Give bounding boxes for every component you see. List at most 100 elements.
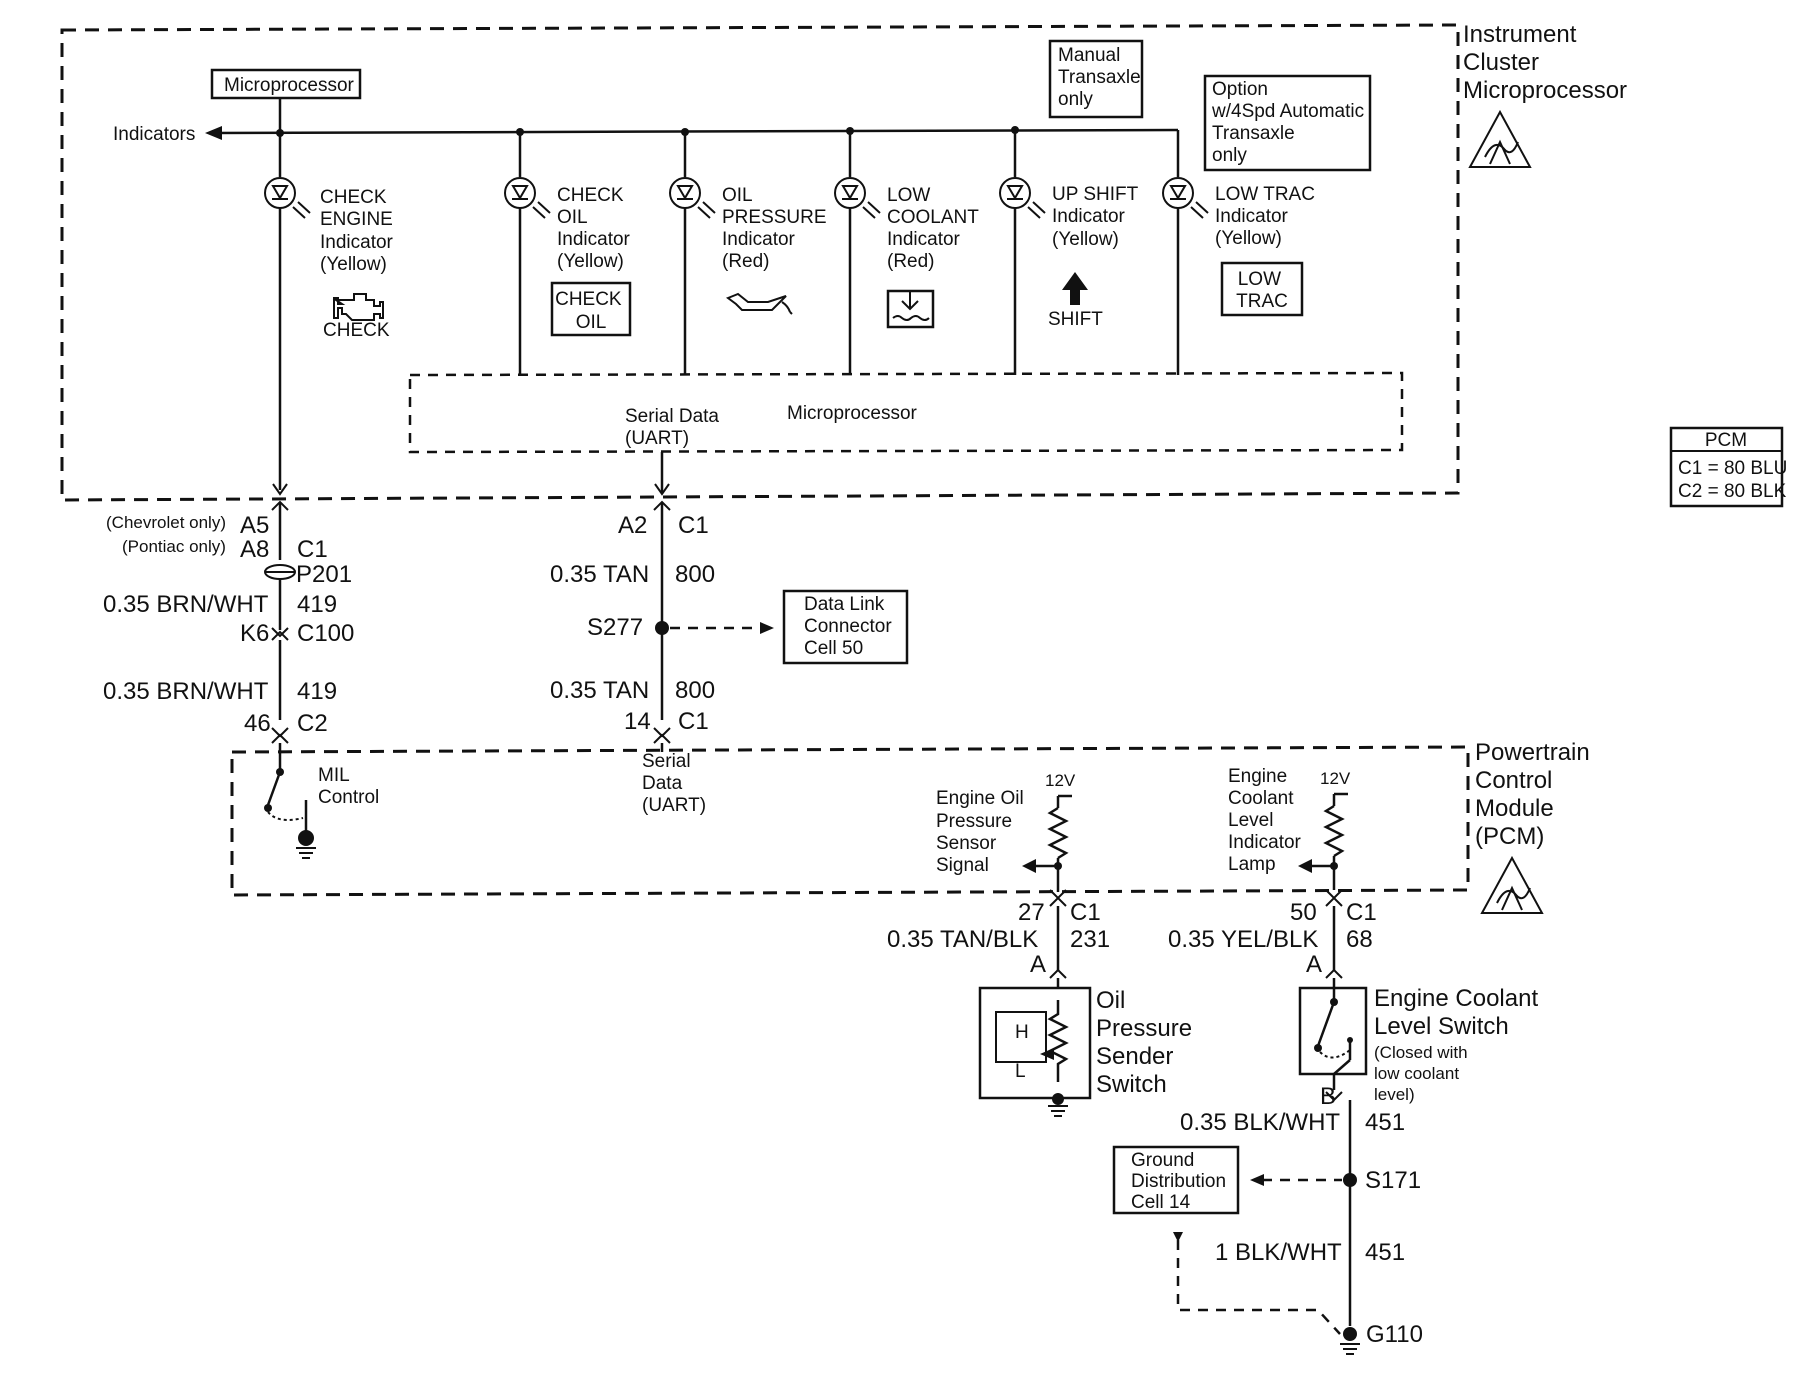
check-oil-symbol-box bbox=[550, 281, 632, 337]
coolant-circuit-68: 68 bbox=[1346, 926, 1373, 953]
pcm-title: Powertrain Control Module (PCM) bbox=[1475, 739, 1596, 850]
s277-label: S277 bbox=[587, 614, 643, 641]
manual-transaxle-note-box bbox=[1048, 39, 1144, 119]
coolant-circuit2: 451 bbox=[1365, 1109, 1405, 1136]
indicators-arrow bbox=[205, 126, 222, 140]
manual-transaxle-note: Manual Transaxle only bbox=[1058, 45, 1146, 110]
middle-circuit bbox=[653, 500, 774, 752]
lamp-check-engine bbox=[264, 129, 311, 490]
instrument-cluster-title: Instrument Cluster Microprocessor bbox=[1463, 21, 1627, 104]
mil-control-switch bbox=[264, 768, 316, 859]
middle-connector-c1: C1 bbox=[678, 512, 709, 539]
pcm-legend-box bbox=[1669, 426, 1784, 508]
oil-switch-label: Oil Pressure Sender Switch bbox=[1096, 987, 1199, 1098]
up-arrow-icon bbox=[1062, 272, 1088, 305]
indicator-up-shift-label: UP SHIFT Indicator (Yellow) bbox=[1052, 184, 1143, 250]
coolant-lamp-resistor bbox=[1298, 792, 1348, 890]
pcm-legend-c1: C1 = 80 BLU bbox=[1678, 458, 1787, 479]
lamp-low-trac bbox=[1162, 130, 1209, 375]
option-note: Option w/4Spd Automatic Transaxle only bbox=[1211, 79, 1369, 166]
microprocessor-top-label: Microprocessor bbox=[224, 75, 355, 96]
oil-can-icon bbox=[725, 292, 793, 315]
v12-coolant: 12V bbox=[1320, 769, 1351, 788]
coolant-circuit3: 451 bbox=[1365, 1239, 1405, 1266]
g110-ground-icon bbox=[1340, 1327, 1360, 1355]
oil-circuit-231: 231 bbox=[1070, 926, 1110, 953]
indicator-low-coolant-label: LOW COOLANT Indicator (Red) bbox=[887, 185, 984, 272]
lamp-up-shift bbox=[999, 126, 1046, 375]
ground-distribution-label: Ground Distribution Cell 14 bbox=[1131, 1150, 1231, 1213]
oil-pin-27: 27 bbox=[1018, 899, 1045, 926]
chevrolet-note: (Chevrolet only) bbox=[106, 513, 226, 532]
option-note-box bbox=[1203, 74, 1372, 172]
oil-terminal-a: A bbox=[1030, 951, 1046, 978]
pin-k6: K6 bbox=[240, 620, 269, 647]
pin-a2: A2 bbox=[618, 512, 647, 539]
indicator-oil-pressure-label: OIL PRESSURE Indicator (Red) bbox=[722, 185, 832, 272]
indicators-label: Indicators bbox=[113, 124, 195, 145]
coolant-wire2: 0.35 BLK/WHT bbox=[1180, 1109, 1340, 1136]
coolant-terminal-b: B bbox=[1320, 1083, 1336, 1110]
s171-label: S171 bbox=[1365, 1167, 1421, 1194]
pin-a5: A5 bbox=[240, 512, 269, 539]
left-circuit2: 419 bbox=[297, 678, 337, 705]
engine-icon bbox=[332, 293, 384, 321]
up-shift-symbol-text: SHIFT bbox=[1048, 309, 1103, 330]
s171-splice bbox=[1343, 1173, 1357, 1187]
data-link-connector-box bbox=[782, 589, 909, 665]
engine-coolant-level-switch bbox=[1298, 986, 1368, 1102]
coolant-lamp-label: Engine Coolant Level Indicator Lamp bbox=[1228, 766, 1306, 875]
oil-pressure-sender-switch bbox=[978, 986, 1092, 1117]
middle-wire1: 0.35 TAN bbox=[550, 561, 649, 588]
coolant-wire3: 1 BLK/WHT bbox=[1215, 1239, 1342, 1266]
esd-warning-icon bbox=[1468, 109, 1532, 168]
pcm-legend-c2: C2 = 80 BLK bbox=[1678, 481, 1787, 502]
pcm-serial-data-label: Serial Data (UART) bbox=[642, 751, 706, 816]
c100-label: C100 bbox=[297, 620, 354, 647]
left-wire2: 0.35 BRN/WHT bbox=[103, 678, 269, 705]
left-c2: C2 bbox=[297, 710, 328, 737]
low-trac-symbol-text: LOW TRAC bbox=[1236, 269, 1288, 312]
coolant-wire: 0.35 YEL/BLK bbox=[1168, 926, 1318, 953]
indicator-bus bbox=[211, 128, 1179, 135]
check-oil-symbol-text: CHECK OIL bbox=[555, 289, 627, 333]
serial-data-label: Serial Data (UART) bbox=[625, 406, 724, 449]
coolant-circuit bbox=[1325, 889, 1343, 988]
lamp-check-oil bbox=[504, 128, 551, 375]
p201-label: P201 bbox=[296, 561, 352, 588]
middle-circuit1: 800 bbox=[675, 561, 715, 588]
coolant-terminal-a: A bbox=[1306, 951, 1322, 978]
pcm-esd-warning-icon bbox=[1480, 855, 1544, 914]
pin-46: 46 bbox=[244, 710, 271, 737]
oil-switch-h: H bbox=[1015, 1022, 1029, 1043]
oil-circuit bbox=[1049, 889, 1067, 1002]
left-circuit bbox=[264, 483, 296, 770]
left-connector-c1: C1 bbox=[297, 536, 328, 563]
mil-control-label: MIL Control bbox=[318, 765, 379, 808]
ground-distribution-box bbox=[1112, 1145, 1240, 1215]
indicator-lamps bbox=[264, 126, 1209, 490]
v12-oil: 12V bbox=[1045, 771, 1076, 790]
lamp-low-coolant bbox=[834, 127, 881, 375]
microprocessor-bottom-label: Microprocessor bbox=[787, 403, 918, 424]
coolant-connector-c1: C1 bbox=[1346, 899, 1377, 926]
middle-connector-c1b: C1 bbox=[678, 708, 709, 735]
coolant-switch-label: Engine Coolant Level Switch bbox=[1374, 985, 1545, 1040]
instrument-cluster-boundary bbox=[60, 23, 1460, 502]
oil-signal-label: Engine Oil Pressure Sensor Signal bbox=[936, 788, 1029, 876]
middle-wire2: 0.35 TAN bbox=[550, 677, 649, 704]
middle-circuit2: 800 bbox=[675, 677, 715, 704]
oil-switch-l: L bbox=[1015, 1061, 1026, 1082]
g110-label: G110 bbox=[1366, 1321, 1423, 1348]
oil-wire: 0.35 TAN/BLK bbox=[887, 926, 1038, 953]
indicator-check-oil-label: CHECK OIL Indicator (Yellow) bbox=[557, 185, 635, 272]
coolant-switch-note: (Closed with low coolant level) bbox=[1374, 1043, 1472, 1104]
check-engine-symbol-text: CHECK bbox=[323, 320, 390, 341]
lamp-oil-pressure bbox=[669, 128, 716, 375]
pcm-legend-title: PCM bbox=[1705, 430, 1747, 451]
left-wire1: 0.35 BRN/WHT bbox=[103, 591, 269, 618]
indicator-low-trac-label: LOW TRAC Indicator (Yellow) bbox=[1215, 184, 1320, 249]
coolant-pin-50: 50 bbox=[1290, 899, 1317, 926]
oil-connector-c1: C1 bbox=[1070, 899, 1101, 926]
